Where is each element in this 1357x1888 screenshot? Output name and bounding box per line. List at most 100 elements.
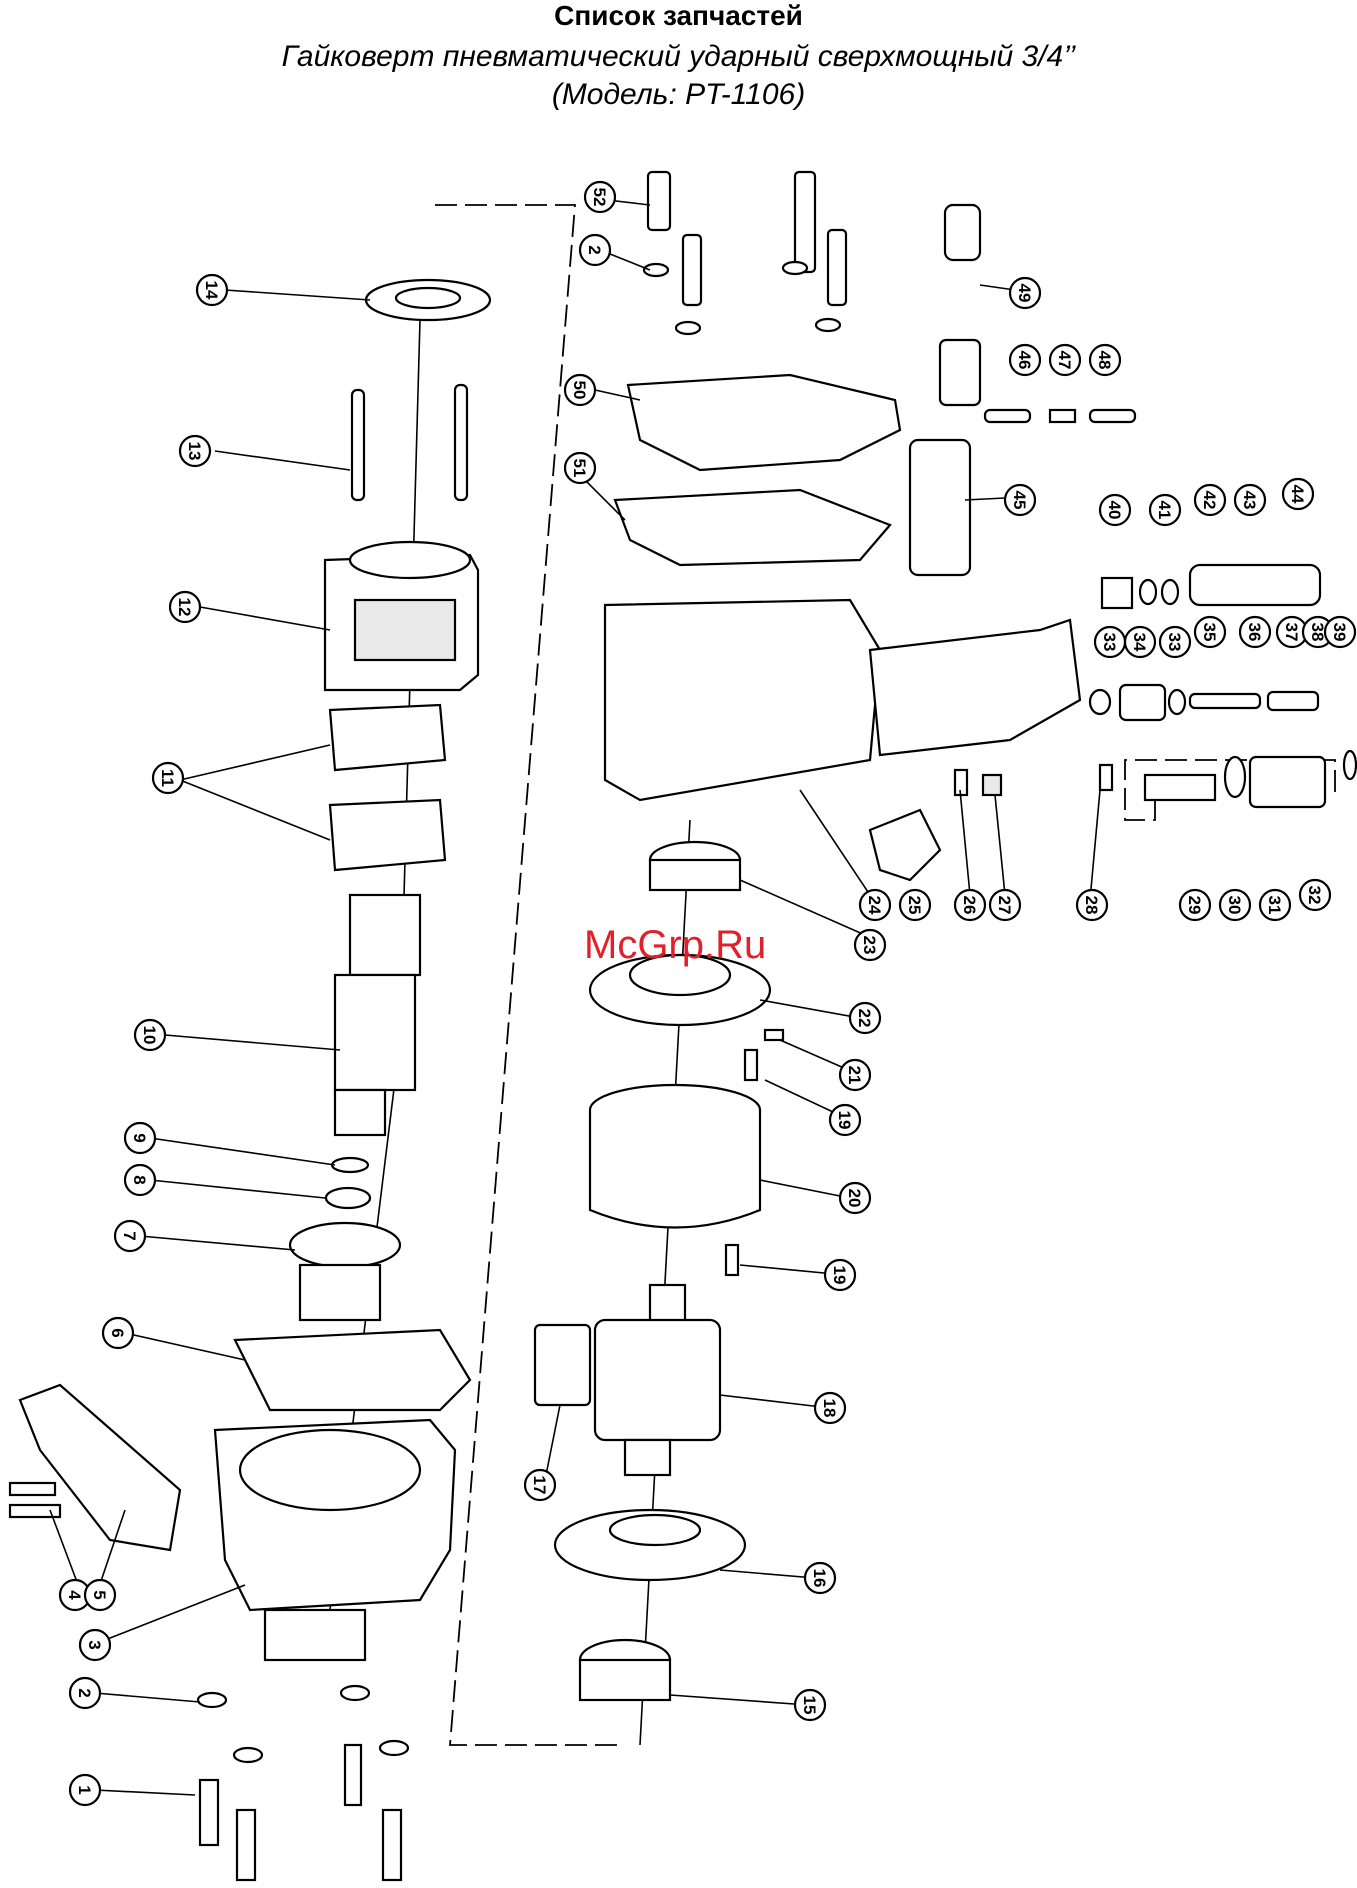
- callout-49: 49: [1010, 278, 1040, 308]
- callout-label: 7: [120, 1231, 139, 1240]
- part-18-rotor: [595, 1285, 720, 1475]
- callout-46: 46: [1010, 345, 1040, 375]
- part-49-45-valve: [910, 205, 980, 575]
- part-4-screws: [10, 1483, 60, 1517]
- callout-19: 19: [825, 1260, 855, 1290]
- part-33-39-trigger-valve: [1090, 685, 1318, 720]
- callout-label: 25: [905, 896, 924, 915]
- callout-47: 47: [1050, 345, 1080, 375]
- part-24-main-housing: [605, 600, 1080, 800]
- callout-label: 32: [1305, 886, 1324, 905]
- callout-label: 13: [185, 442, 204, 461]
- part-5-guard: [20, 1385, 180, 1550]
- callout-8: 8: [125, 1165, 155, 1195]
- part-50-back-cover: [628, 375, 900, 470]
- watermark-text: McGrp.Ru: [584, 923, 766, 967]
- part-19-pin-lower: [726, 1245, 738, 1275]
- callout-31: 31: [1260, 890, 1290, 920]
- callout-29: 29: [1180, 890, 1210, 920]
- part-52-screws: [644, 172, 846, 334]
- callout-39: 39: [1325, 617, 1355, 647]
- callout-label: 2: [585, 245, 604, 254]
- callout-label: 31: [1265, 896, 1284, 915]
- callout-2: 2: [70, 1678, 100, 1708]
- part-10-anvil: [335, 895, 420, 1135]
- callout-label: 5: [90, 1590, 109, 1599]
- callout-label: 1: [75, 1785, 94, 1794]
- part-21-pin: [765, 1030, 783, 1040]
- callout-48: 48: [1090, 345, 1120, 375]
- callout-30: 30: [1220, 890, 1250, 920]
- callout-35: 35: [1195, 617, 1225, 647]
- part-17-vane: [535, 1325, 590, 1405]
- callout-label: 44: [1288, 485, 1307, 504]
- callout-label: 36: [1245, 623, 1264, 642]
- callout-label: 37: [1282, 623, 1301, 642]
- callout-label: 33: [1100, 633, 1119, 652]
- part-51-gasket: [615, 490, 890, 565]
- part-3-front-housing: [215, 1420, 455, 1660]
- callout-label: 8: [130, 1175, 149, 1184]
- callout-label: 20: [845, 1189, 864, 1208]
- callout-label: 19: [835, 1111, 854, 1130]
- callout-16: 16: [805, 1563, 835, 1593]
- part-14-washer: [366, 280, 490, 320]
- callout-43: 43: [1235, 485, 1265, 515]
- callout-50: 50: [565, 375, 595, 405]
- callout-15: 15: [795, 1690, 825, 1720]
- callout-label: 23: [860, 936, 879, 955]
- callout-label: 46: [1015, 351, 1034, 370]
- callout-42: 42: [1195, 485, 1225, 515]
- callout-label: 3: [85, 1640, 104, 1649]
- callout-label: 2: [75, 1688, 94, 1697]
- callout-label: 45: [1010, 491, 1029, 510]
- callout-11: 11: [153, 763, 183, 793]
- callout-label: 19: [830, 1266, 849, 1285]
- callout-51: 51: [565, 453, 595, 483]
- callout-32: 32: [1300, 880, 1330, 910]
- callout-label: 47: [1055, 351, 1074, 370]
- callout-label: 17: [530, 1476, 549, 1495]
- callout-28: 28: [1077, 890, 1107, 920]
- callout-26: 26: [955, 890, 985, 920]
- part-9-ring: [332, 1158, 368, 1172]
- callout-label: 42: [1200, 491, 1219, 510]
- callout-label: 22: [855, 1009, 874, 1028]
- callout-label: 28: [1082, 896, 1101, 915]
- callout-label: 34: [1130, 633, 1149, 652]
- callout-label: 51: [570, 459, 589, 478]
- part-6-gasket: [235, 1330, 470, 1410]
- callout-label: 4: [65, 1590, 84, 1600]
- callout-label: 39: [1330, 623, 1349, 642]
- callout-label: 30: [1225, 896, 1244, 915]
- callout-52: 52: [585, 182, 615, 212]
- callout-23: 23: [855, 930, 885, 960]
- callout-7: 7: [115, 1221, 145, 1251]
- callout-44: 44: [1283, 479, 1313, 509]
- callout-9: 9: [125, 1123, 155, 1153]
- callout-label: 21: [845, 1066, 864, 1085]
- callout-label: 43: [1240, 491, 1259, 510]
- callout-12: 12: [170, 592, 200, 622]
- part-46-48-pins: [985, 410, 1135, 422]
- callout-14: 14: [197, 275, 227, 305]
- callout-6: 6: [103, 1318, 133, 1348]
- callout-18: 18: [815, 1393, 845, 1423]
- callout-40: 40: [1100, 495, 1130, 525]
- part-15-bearing: [580, 1640, 670, 1700]
- callout-33: 33: [1095, 627, 1125, 657]
- callout-25: 25: [900, 890, 930, 920]
- callout-13: 13: [180, 436, 210, 466]
- callout-label: 11: [158, 769, 177, 787]
- part-28-pin: [1100, 765, 1112, 790]
- part-27-plug: [983, 775, 1001, 795]
- part-12-hammer-cage: [325, 542, 478, 690]
- callout-1: 1: [70, 1775, 100, 1805]
- callout-34: 34: [1125, 627, 1155, 657]
- part-26-pin: [955, 770, 967, 795]
- callout-22: 22: [850, 1003, 880, 1033]
- callout-3: 3: [80, 1630, 110, 1660]
- callout-label: 26: [960, 896, 979, 915]
- callout-19: 19: [830, 1105, 860, 1135]
- part-13-pins: [352, 385, 467, 500]
